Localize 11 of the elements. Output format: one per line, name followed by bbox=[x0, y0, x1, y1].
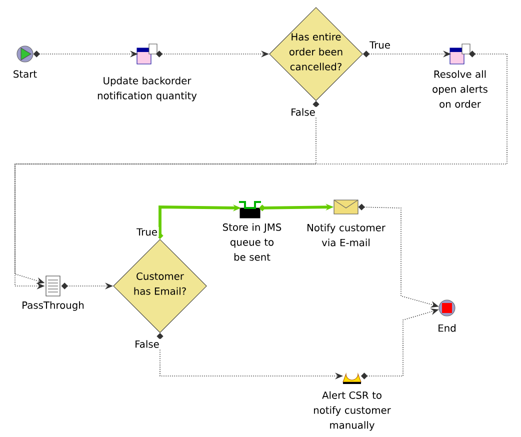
node-label: Store in JMS queue to be sent bbox=[222, 223, 282, 261]
node-label: Resolve all open alerts on order bbox=[432, 70, 488, 108]
edge-label: True bbox=[135, 227, 159, 237]
node-label: End bbox=[438, 324, 456, 332]
arrow bbox=[14, 50, 508, 284]
node-label: Update backorder notification quantity bbox=[98, 76, 197, 102]
node-label: Start bbox=[14, 70, 37, 78]
node-label: Alert CSR to notify customer manually bbox=[314, 391, 391, 431]
node-label: PassThrough bbox=[22, 301, 84, 311]
node-label: Notify customer via E-mail bbox=[308, 224, 386, 246]
edge-label: True bbox=[368, 40, 392, 50]
